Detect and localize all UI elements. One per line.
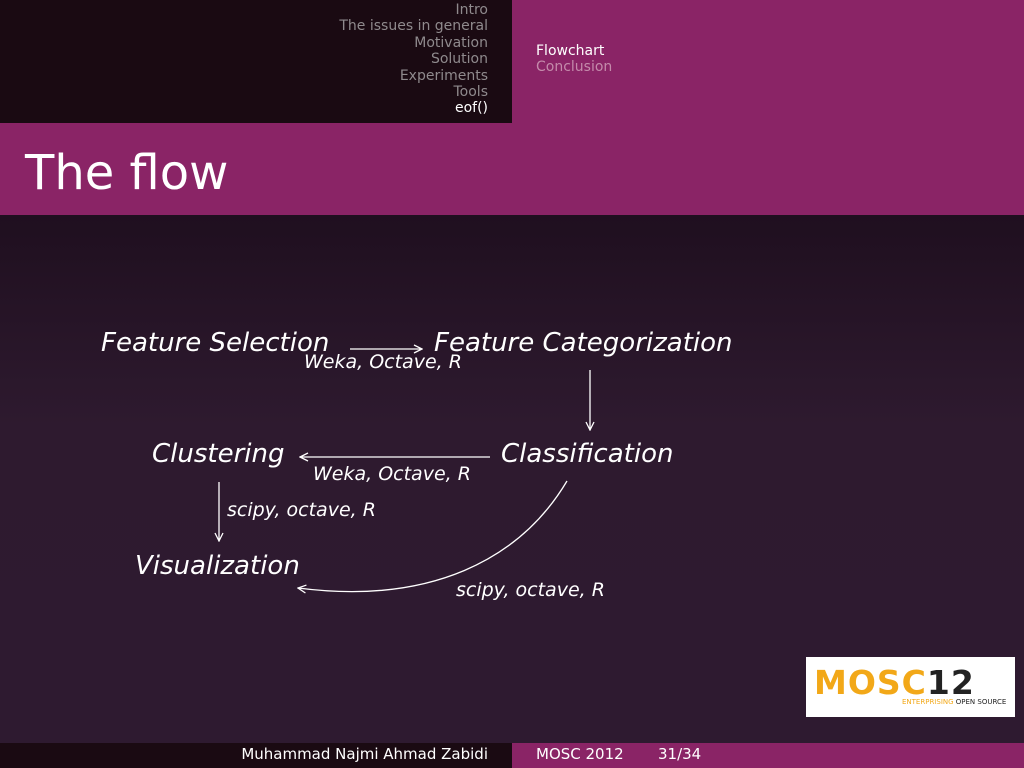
arrow-classification-to-visualization xyxy=(298,480,568,592)
node-classification: Classification xyxy=(501,439,674,469)
node-visualization: Visualization xyxy=(135,551,300,581)
logo-tagline-dark: OPEN SOURCE xyxy=(955,698,1007,706)
logo-mark: MOSC xyxy=(814,663,927,702)
logo-year: 12 xyxy=(926,663,975,702)
edge-label-clustering-visualization: scipy, octave, R xyxy=(227,499,376,521)
section-nav: Intro The issues in general Motivation S… xyxy=(0,0,512,123)
nav-section-issues[interactable]: The issues in general xyxy=(339,18,488,35)
edge-label-selection-categorization: Weka, Octave, R xyxy=(304,351,462,373)
subsection-nav: Flowchart Conclusion xyxy=(512,0,1024,123)
edge-label-classification-visualization: scipy, octave, R xyxy=(456,579,605,601)
title-bar xyxy=(0,123,1024,215)
footer-right: MOSC 2012 31/34 xyxy=(512,743,1024,768)
footer-event: MOSC 2012 xyxy=(536,745,624,763)
nav-section-solution[interactable]: Solution xyxy=(430,51,488,68)
section-list: Intro The issues in general Motivation S… xyxy=(339,2,488,117)
nav-section-motivation[interactable]: Motivation xyxy=(414,34,488,51)
logo-tagline-orange: ENTERPRISING xyxy=(902,698,954,706)
subsection-list: Flowchart Conclusion xyxy=(536,43,612,76)
nav-subsection-flowchart[interactable]: Flowchart xyxy=(536,43,605,59)
footer-bar: Muhammad Najmi Ahmad Zabidi MOSC 2012 31… xyxy=(0,743,1024,768)
slide-title: The flow xyxy=(25,145,229,201)
navigation-header: Intro The issues in general Motivation S… xyxy=(0,0,1024,123)
node-feature-categorization: Feature Categorization xyxy=(434,328,733,358)
nav-section-eof[interactable]: eof() xyxy=(454,100,488,117)
node-clustering: Clustering xyxy=(152,439,285,469)
logo-tagline: ENTERPRISING OPEN SOURCE xyxy=(902,698,1006,706)
logo-wordmark: MOSC12 xyxy=(814,665,975,701)
node-feature-selection: Feature Selection xyxy=(101,328,330,358)
mosc-logo: MOSC12 ENTERPRISING OPEN SOURCE xyxy=(806,657,1015,717)
footer-page-number: 31/34 xyxy=(658,745,702,763)
edge-label-classification-clustering: Weka, Octave, R xyxy=(313,463,471,485)
footer-author: Muhammad Najmi Ahmad Zabidi xyxy=(241,745,488,763)
nav-subsection-conclusion[interactable]: Conclusion xyxy=(536,59,613,76)
slide-content xyxy=(0,215,1024,743)
footer-left: Muhammad Najmi Ahmad Zabidi xyxy=(0,743,512,768)
nav-section-tools[interactable]: Tools xyxy=(453,84,489,101)
nav-section-experiments[interactable]: Experiments xyxy=(399,67,488,84)
nav-section-intro[interactable]: Intro xyxy=(455,2,488,18)
